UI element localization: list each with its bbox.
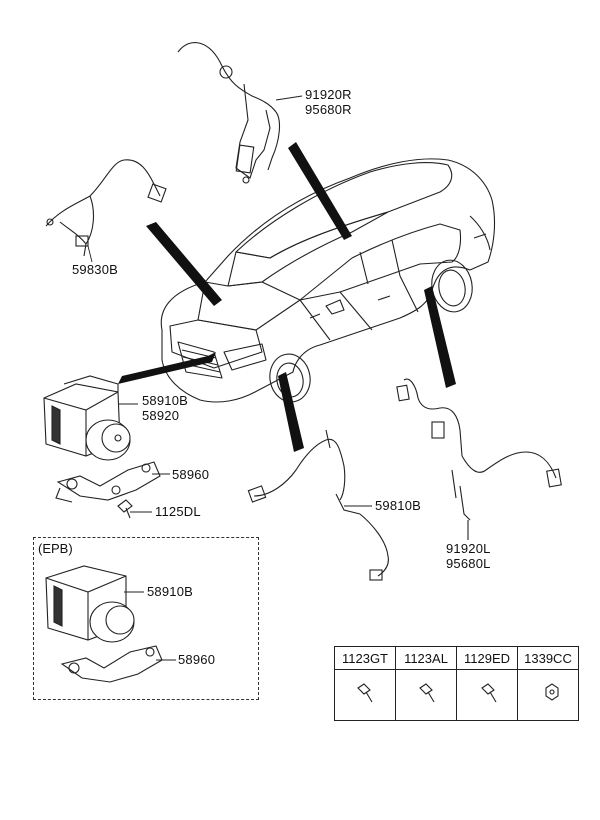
epb-title: (EPB)	[38, 541, 73, 556]
epb-abs-module	[45, 565, 135, 643]
abs-module	[43, 375, 131, 461]
leader-lines	[87, 245, 372, 661]
label-91920l: 91920L	[446, 541, 491, 556]
label-epb-58910b: 58910B	[147, 584, 194, 599]
bolt-1125dl	[117, 499, 133, 519]
car-illustration	[160, 158, 496, 403]
pointer-arrows	[118, 142, 456, 452]
fastener-code: 1123AL	[395, 646, 457, 670]
fastener-icon-cell	[517, 669, 579, 721]
label-58910b: 58910B	[142, 393, 189, 408]
label-95680r: 95680R	[305, 102, 352, 117]
wheel-sensor-front-right	[177, 42, 303, 184]
label-95680l: 95680L	[446, 556, 491, 571]
label-58920: 58920	[142, 408, 180, 423]
wheel-sensor-front-left	[45, 159, 167, 257]
label-59830b: 59830B	[72, 262, 119, 277]
label-91920r: 91920R	[305, 87, 352, 102]
label-58960: 58960	[172, 467, 210, 482]
fastener-icon-cell	[456, 669, 518, 721]
fastener-code: 1123GT	[334, 646, 396, 670]
label-1125dl: 1125DL	[155, 504, 201, 519]
wheel-sensor-rear-left	[396, 378, 562, 540]
label-59810b: 59810B	[375, 498, 422, 513]
fastener-code: 1129ED	[456, 646, 518, 670]
fastener-code: 1339CC	[517, 646, 579, 670]
wheel-sensor-rear-right	[247, 429, 389, 581]
fastener-icon-cell	[395, 669, 457, 721]
abs-bracket	[55, 461, 161, 503]
label-epb-58960: 58960	[178, 652, 216, 667]
fastener-table: 1123GT 1123AL 1129ED 1339CC	[334, 646, 579, 721]
fastener-icon-cell	[334, 669, 396, 721]
epb-bracket	[60, 645, 163, 683]
epb-box	[33, 537, 259, 700]
